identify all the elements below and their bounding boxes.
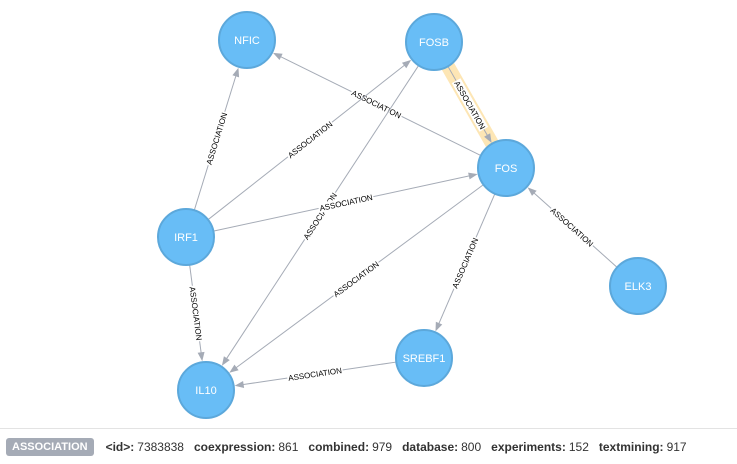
arrowhead (401, 59, 412, 69)
edge-label: ASSOCIATION (205, 111, 230, 166)
edge-srebf1-il10[interactable]: ASSOCIATION (234, 361, 397, 388)
arrowhead (527, 187, 537, 196)
property-experiments: experiments:152 (491, 440, 589, 454)
node-label: NFIC (234, 35, 260, 47)
property-textmining: textmining:917 (599, 440, 687, 454)
edge-label: ASSOCIATION (452, 80, 487, 132)
edge-irf1-fos[interactable]: ASSOCIATION (213, 172, 478, 232)
arrowhead (484, 133, 492, 143)
property-coexpression: coexpression:861 (194, 440, 298, 454)
edge-label-background (286, 364, 344, 384)
arrowhead (272, 52, 283, 60)
property-database: database:800 (402, 440, 481, 454)
edge-label-group: ASSOCIATION (330, 258, 382, 300)
edge-label: ASSOCIATION (188, 286, 204, 341)
property-value: 7383838 (137, 439, 184, 454)
edge-label-group: ASSOCIATION (349, 87, 404, 121)
edge-label: ASSOCIATION (451, 236, 481, 289)
property-combined: combined:979 (308, 440, 392, 454)
property-key: combined: (308, 439, 370, 454)
edge-label-background (349, 87, 404, 121)
arrowhead (435, 321, 443, 332)
property-value: 861 (278, 439, 299, 454)
node-label: ELK3 (625, 281, 652, 293)
arrowhead (234, 381, 245, 388)
node-circle[interactable] (157, 208, 215, 266)
edge-irf1-nfic[interactable]: ASSOCIATION (193, 67, 240, 211)
property-value: 917 (666, 439, 687, 454)
edge-label: ASSOCIATION (319, 193, 374, 213)
node-label: IL10 (195, 385, 216, 397)
edge-label-group: ASSOCIATION (300, 189, 340, 243)
node-label: FOSB (419, 37, 449, 49)
property-key: coexpression: (193, 439, 276, 454)
property-key: <id>: (105, 439, 135, 454)
edge-elk3-fos[interactable]: ASSOCIATION (527, 187, 618, 268)
arrowhead (468, 172, 478, 180)
edge-label-background (284, 118, 336, 161)
property-value: 152 (568, 439, 589, 454)
edge-label: ASSOCIATION (286, 120, 334, 161)
edge-label-background (187, 285, 205, 342)
edge-label-group: ASSOCIATION (286, 364, 344, 384)
edge-label-background (547, 204, 597, 250)
node-fosb[interactable]: FOSB (405, 13, 463, 71)
node-circle[interactable] (477, 139, 535, 197)
properties-footer: ASSOCIATION <id>:7383838 coexpression:86… (0, 428, 737, 464)
node-il10[interactable]: IL10 (177, 361, 235, 419)
arrowhead (221, 356, 230, 366)
arrowhead (197, 351, 205, 362)
edge-label-group: ASSOCIATION (449, 235, 481, 291)
relationship-type-badge[interactable]: ASSOCIATION (6, 437, 94, 456)
node-circle[interactable] (177, 361, 235, 419)
edge-label-group: ASSOCIATION (187, 285, 205, 342)
edge-label-group: ASSOCIATION (284, 118, 336, 161)
node-srebf1[interactable]: SREBF1 (395, 329, 453, 387)
edge-fosb-il10[interactable]: ASSOCIATION (221, 65, 420, 366)
node-nfic[interactable]: NFIC (218, 11, 276, 69)
arrowhead (232, 67, 240, 78)
arrowhead (229, 364, 239, 373)
edge-label: ASSOCIATION (350, 88, 403, 120)
edge-label-background (330, 258, 382, 300)
edge-label-background (203, 110, 230, 167)
property-key: database: (402, 439, 459, 454)
node-circle[interactable] (395, 329, 453, 387)
edge-label-background (317, 191, 375, 214)
node-circle[interactable] (405, 13, 463, 71)
edge-fos-srebf1[interactable]: ASSOCIATION (435, 193, 496, 332)
edge-label-group: ASSOCIATION (547, 204, 597, 250)
node-label: IRF1 (174, 232, 198, 244)
edge-label: ASSOCIATION (288, 366, 343, 383)
node-irf1[interactable]: IRF1 (157, 208, 215, 266)
edge-label-background (449, 235, 481, 291)
node-circle[interactable] (609, 257, 667, 315)
edge-label: ASSOCIATION (302, 191, 339, 241)
property-value: 979 (372, 439, 393, 454)
node-label: SREBF1 (403, 353, 446, 365)
property-key: textmining: (598, 439, 664, 454)
edge-irf1-fosb[interactable]: ASSOCIATION (207, 59, 412, 221)
node-circle[interactable] (218, 11, 276, 69)
node-fos[interactable]: FOS (477, 139, 535, 197)
property-id: <id>:7383838 (106, 440, 184, 454)
edge-label-background (451, 78, 489, 132)
property-key: experiments: (491, 439, 566, 454)
edge-label-group: ASSOCIATION (451, 78, 489, 132)
property-value: 800 (461, 439, 482, 454)
edge-label: ASSOCIATION (549, 206, 595, 249)
node-label: FOS (495, 163, 518, 175)
edge-fosb-fos[interactable]: ASSOCIATION (440, 59, 499, 150)
edge-irf1-il10[interactable]: ASSOCIATION (187, 264, 205, 362)
edge-label-group: ASSOCIATION (203, 110, 230, 167)
edge-label-group: ASSOCIATION (317, 191, 375, 214)
node-elk3[interactable]: ELK3 (609, 257, 667, 315)
edge-label: ASSOCIATION (332, 260, 381, 300)
